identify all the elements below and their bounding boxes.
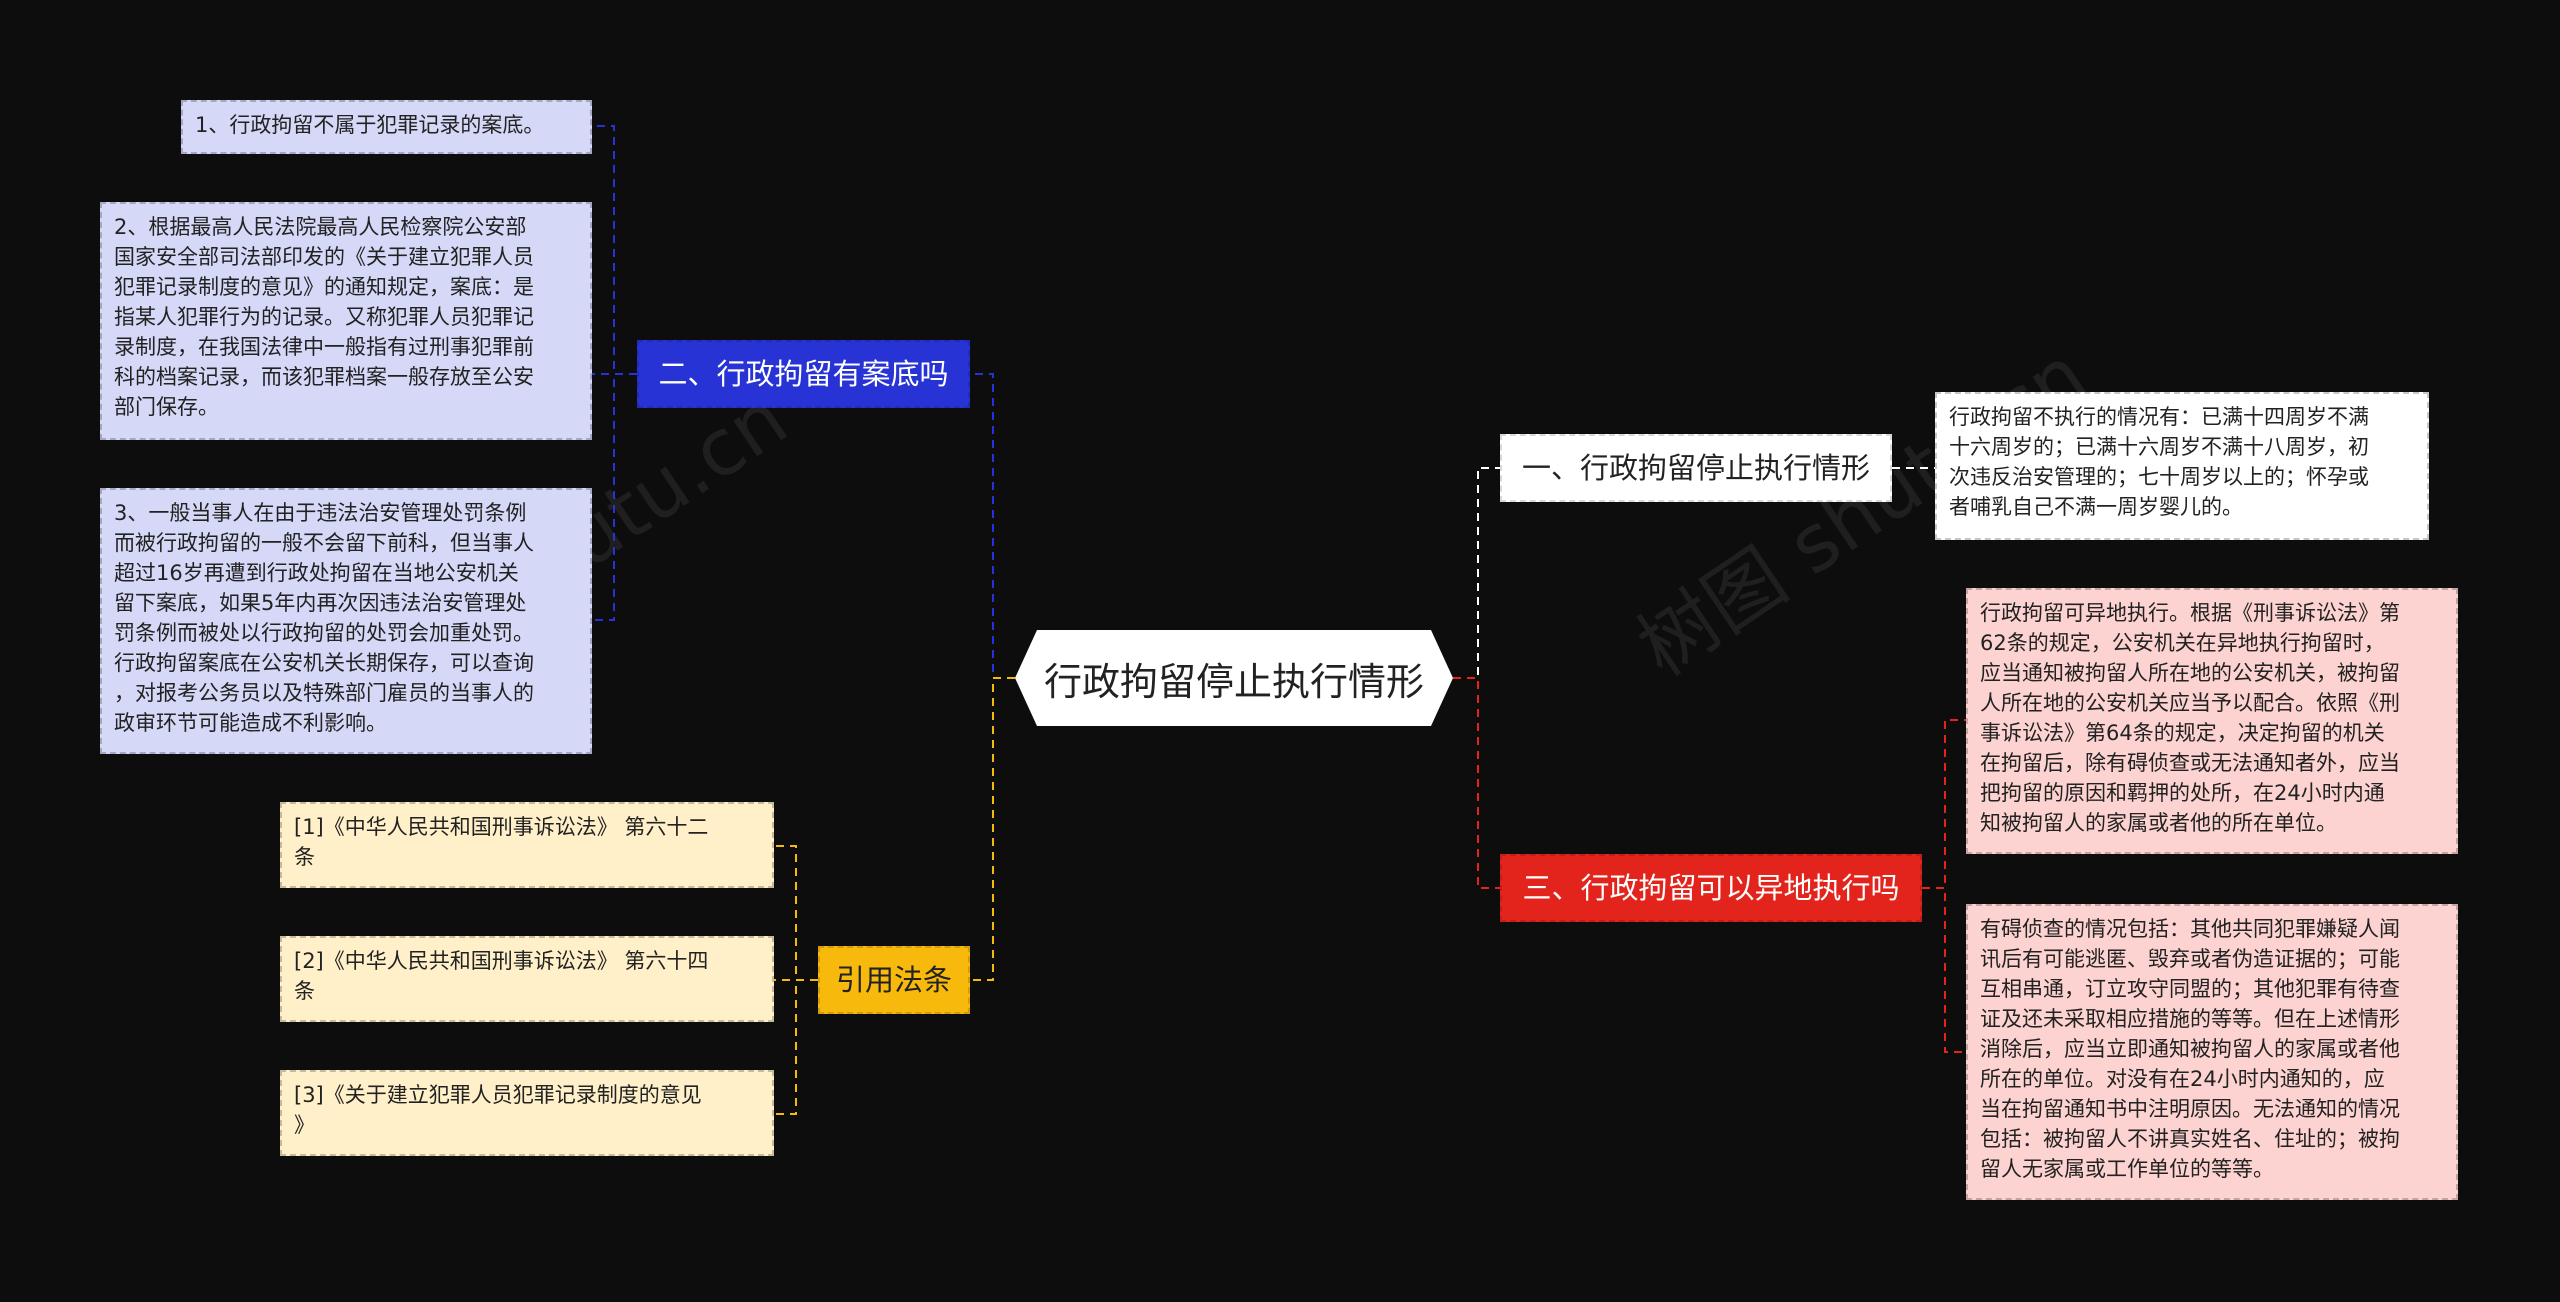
leaf-line: 行政拘留可异地执行。根据《刑事诉讼法》第 bbox=[1980, 601, 2400, 625]
branch-cited-law-label: 引用法条 bbox=[835, 963, 952, 997]
branch-cited-law[interactable]: 引用法条 bbox=[818, 946, 970, 1014]
leaf-line: 行政拘留不执行的情况有：已满十四周岁不满 bbox=[1949, 405, 2369, 429]
link-root-b4 bbox=[970, 677, 1015, 981]
leaf-record-2[interactable]: 2、根据最高人民法院最高人民检察院公安部 国家安全部司法部印发的《关于建立犯罪人… bbox=[100, 202, 592, 440]
leaf-line: 留下案底，如果5年内再次因违法治安管理处 bbox=[114, 591, 527, 615]
leaf-line: 1、行政拘留不属于犯罪记录的案底。 bbox=[195, 113, 545, 137]
leaf-line: 条 bbox=[294, 979, 315, 1003]
leaf-line: 62条的规定，公安机关在异地执行拘留时， bbox=[1980, 631, 2385, 655]
branch-has-record-label: 二、行政拘留有案底吗 bbox=[658, 357, 949, 391]
leaf-law-1[interactable]: [1]《中华人民共和国刑事诉讼法》 第六十二 条 bbox=[280, 802, 774, 888]
link-b3-leaf1 bbox=[1922, 719, 1966, 889]
leaf-line: 知被拘留人的家属或者他的所在单位。 bbox=[1980, 811, 2337, 835]
leaf-line: 把拘留的原因和羁押的处所，在24小时内通 bbox=[1980, 781, 2385, 805]
leaf-line: [1]《中华人民共和国刑事诉讼法》 第六十二 bbox=[294, 815, 709, 839]
root-topic[interactable]: 行政拘留停止执行情形 bbox=[1015, 630, 1453, 726]
leaf-stop-1[interactable]: 行政拘留不执行的情况有：已满十四周岁不满 十六周岁的；已满十六周岁不满十八周岁，… bbox=[1935, 392, 2429, 540]
leaf-line: 录制度，在我国法律中一般指有过刑事犯罪前 bbox=[114, 335, 534, 359]
leaf-line: 而被行政拘留的一般不会留下前科，但当事人 bbox=[114, 531, 534, 555]
leaf-line: 包括：被拘留人不讲真实姓名、住址的；被拘 bbox=[1980, 1127, 2400, 1151]
branch-has-record[interactable]: 二、行政拘留有案底吗 bbox=[637, 340, 970, 408]
leaf-line: 有碍侦查的情况包括：其他共同犯罪嫌疑人闻 bbox=[1980, 917, 2400, 941]
leaf-line: 行政拘留案底在公安机关长期保存，可以查询 bbox=[114, 651, 534, 675]
leaf-line: 在拘留后，除有碍侦查或无法通知者外，应当 bbox=[1980, 751, 2400, 775]
leaf-line: 者哺乳自己不满一周岁婴儿的。 bbox=[1949, 495, 2243, 519]
leaf-line: 十六周岁的；已满十六周岁不满十八周岁，初 bbox=[1949, 435, 2369, 459]
leaf-line: 》 bbox=[294, 1113, 315, 1137]
leaf-record-1[interactable]: 1、行政拘留不属于犯罪记录的案底。 bbox=[181, 100, 592, 154]
leaf-line: 留人无家属或工作单位的等等。 bbox=[1980, 1157, 2274, 1181]
link-b3-leaf2 bbox=[1922, 887, 1966, 1053]
branch-remote-execution-label: 三、行政拘留可以异地执行吗 bbox=[1522, 871, 1900, 905]
leaf-line: [2]《中华人民共和国刑事诉讼法》 第六十四 bbox=[294, 949, 709, 973]
leaf-line: 国家安全部司法部印发的《关于建立犯罪人员 bbox=[114, 245, 534, 269]
leaf-line: 次违反治安管理的；七十周岁以上的；怀孕或 bbox=[1949, 465, 2369, 489]
leaf-line: 讯后有可能逃匿、毁弃或者伪造证据的；可能 bbox=[1980, 947, 2400, 971]
branch-remote-execution[interactable]: 三、行政拘留可以异地执行吗 bbox=[1500, 854, 1922, 922]
leaf-record-3[interactable]: 3、一般当事人在由于违法治安管理处罚条例 而被行政拘留的一般不会留下前科，但当事… bbox=[100, 488, 592, 754]
leaf-line: ，对报考公务员以及特殊部门雇员的当事人的 bbox=[114, 681, 534, 705]
leaf-law-2[interactable]: [2]《中华人民共和国刑事诉讼法》 第六十四 条 bbox=[280, 936, 774, 1022]
leaf-line: 当在拘留通知书中注明原因。无法通知的情况 bbox=[1980, 1097, 2400, 1121]
leaf-line: 3、一般当事人在由于违法治安管理处罚条例 bbox=[114, 501, 527, 525]
leaf-line: 部门保存。 bbox=[114, 395, 219, 419]
leaf-line: 证及还未采取相应措施的等等。但在上述情形 bbox=[1980, 1007, 2400, 1031]
link-root-b3 bbox=[1453, 677, 1500, 889]
link-b4-leaf1 bbox=[774, 845, 818, 981]
link-b2-leaf1 bbox=[592, 125, 637, 375]
leaf-line: 科的档案记录，而该犯罪档案一般存放至公安 bbox=[114, 365, 534, 389]
leaf-line: 2、根据最高人民法院最高人民检察院公安部 bbox=[114, 215, 527, 239]
branch-stop-execution[interactable]: 一、行政拘留停止执行情形 bbox=[1500, 434, 1892, 502]
link-b4-leaf3 bbox=[774, 979, 818, 1115]
leaf-line: 所在的单位。对没有在24小时内通知的，应 bbox=[1980, 1067, 2385, 1091]
leaf-line: 应当通知被拘留人所在地的公安机关，被拘留 bbox=[1980, 661, 2400, 685]
leaf-line: 消除后，应当立即通知被拘留人的家属或者他 bbox=[1980, 1037, 2400, 1061]
leaf-law-3[interactable]: [3]《关于建立犯罪人员犯罪记录制度的意见 》 bbox=[280, 1070, 774, 1156]
leaf-line: 超过16岁再遭到行政处拘留在当地公安机关 bbox=[114, 561, 519, 585]
leaf-line: 互相串通，订立攻守同盟的；其他犯罪有待查 bbox=[1980, 977, 2400, 1001]
link-root-b1 bbox=[1453, 467, 1500, 679]
leaf-line: 罚条例而被处以行政拘留的处罚会加重处罚。 bbox=[114, 621, 534, 645]
leaf-line: 犯罪记录制度的意见》的通知规定，案底：是 bbox=[114, 275, 534, 299]
link-b2-leaf3 bbox=[592, 373, 637, 621]
leaf-line: 人所在地的公安机关应当予以配合。依照《刑 bbox=[1980, 691, 2400, 715]
leaf-remote-1[interactable]: 行政拘留可异地执行。根据《刑事诉讼法》第 62条的规定，公安机关在异地执行拘留时… bbox=[1966, 588, 2458, 854]
link-root-b2 bbox=[970, 373, 1015, 679]
leaf-line: 条 bbox=[294, 845, 315, 869]
branch-stop-execution-label: 一、行政拘留停止执行情形 bbox=[1521, 451, 1870, 485]
leaf-remote-2[interactable]: 有碍侦查的情况包括：其他共同犯罪嫌疑人闻 讯后有可能逃匿、毁弃或者伪造证据的；可… bbox=[1966, 904, 2458, 1200]
leaf-line: 指某人犯罪行为的记录。又称犯罪人员犯罪记 bbox=[114, 305, 534, 329]
leaf-line: 政审环节可能造成不利影响。 bbox=[114, 711, 387, 735]
leaf-line: [3]《关于建立犯罪人员犯罪记录制度的意见 bbox=[294, 1083, 702, 1107]
root-topic-label: 行政拘留停止执行情形 bbox=[1043, 659, 1424, 704]
leaf-line: 事诉讼法》第64条的规定，决定拘留的机关 bbox=[1980, 721, 2385, 745]
